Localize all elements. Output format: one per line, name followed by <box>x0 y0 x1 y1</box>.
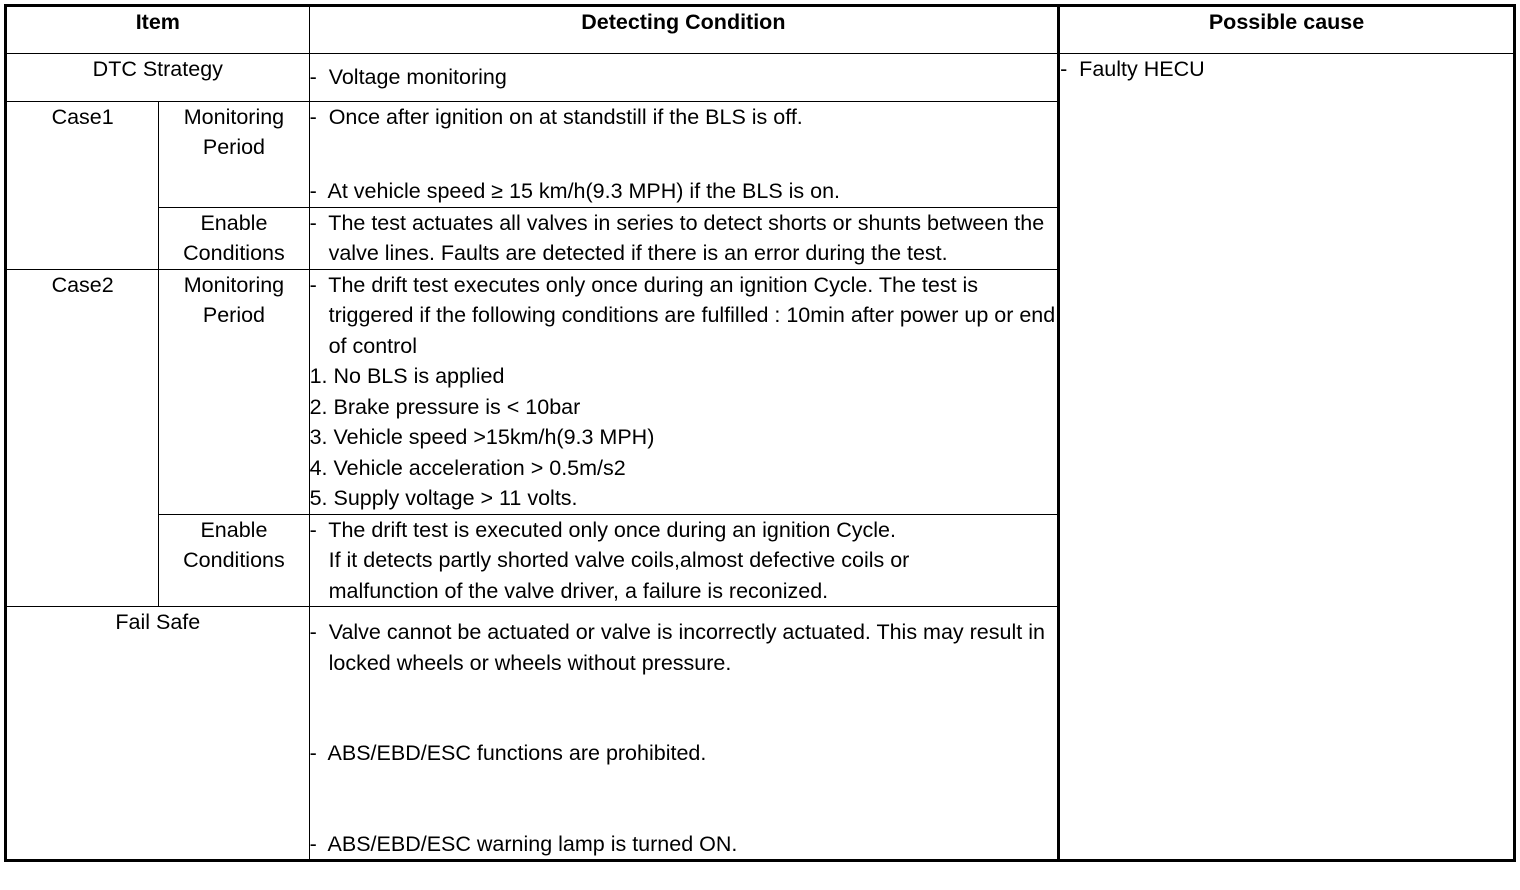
subrow-label-case2-monitoring-period: Monitoring Period <box>158 268 310 515</box>
spacer <box>310 769 1057 829</box>
condition-line: - Once after ignition on at standstill i… <box>309 104 803 129</box>
row-label-dtc-strategy: DTC Strategy <box>5 53 310 102</box>
condition-numbered-item: 4. Vehicle acceleration > 0.5m/s2 <box>309 455 626 480</box>
table-row-case2-enable-conditions: Enable Conditions - The drift test is ex… <box>6 513 1515 608</box>
spacer <box>310 132 1057 176</box>
condition-numbered-item: 2. Brake pressure is < 10bar <box>309 394 581 419</box>
condition-line: - Valve cannot be actuated or valve is i… <box>309 620 1051 675</box>
table-row-case2-monitoring-period: Case2 Monitoring Period - The drift test… <box>4 268 1515 608</box>
cell-case1-enable-conditions-condition: - The test actuates all valves in series… <box>308 206 1060 270</box>
condition-line: - The drift test executes only once duri… <box>309 272 1062 358</box>
column-header-possible-cause: Possible cause <box>1057 5 1515 54</box>
dtc-diagnostic-table: Item Detecting Condition Possible cause … <box>4 4 1516 863</box>
cell-dtc-strategy-condition: - Voltage monitoring <box>308 53 1060 102</box>
condition-line: - The drift test is executed only once d… <box>309 517 910 603</box>
cell-case2-monitoring-period-condition: - The drift test executes only once duri… <box>308 268 1062 515</box>
document-page: Item Detecting Condition Possible cause … <box>0 4 1520 890</box>
row-label-fail-safe: Fail Safe <box>5 606 310 862</box>
row-label-case1: Case1 <box>4 100 160 270</box>
table-row-case1-monitoring-period: Case1 Monitoring Period - Once after ign… <box>4 100 1515 270</box>
condition-line: - ABS/EBD/ESC functions are prohibited. <box>309 741 707 766</box>
condition-numbered-item: 5. Supply voltage > 11 volts. <box>309 486 578 511</box>
table-row-case1-enable-conditions: Enable Conditions - The test actuates al… <box>6 206 1515 270</box>
cell-fail-safe-condition: - Valve cannot be actuated or valve is i… <box>308 606 1060 862</box>
column-header-item: Item <box>5 5 310 54</box>
subrow-label-case1-enable-conditions: Enable Conditions <box>158 206 310 270</box>
cell-case1-monitoring-period-condition: - Once after ignition on at standstill i… <box>308 100 1060 208</box>
subrow-label-case2-enable-conditions: Enable Conditions <box>158 513 310 608</box>
row-label-case2: Case2 <box>4 268 160 608</box>
cell-possible-cause-value: - Faulty HECU <box>1057 52 1515 862</box>
condition-line: - ABS/EBD/ESC warning lamp is turned ON. <box>309 831 738 856</box>
table-row-fail-safe: Fail Safe - Valve cannot be actuated or … <box>5 606 1515 862</box>
column-header-detecting-condition: Detecting Condition <box>308 5 1060 54</box>
condition-line: - Voltage monitoring <box>309 65 507 89</box>
table-row-dtc-strategy: DTC Strategy - Voltage monitoring - Faul… <box>5 52 1515 862</box>
spacer <box>310 678 1057 738</box>
table-header-row: Item Detecting Condition Possible cause <box>5 5 1515 54</box>
condition-numbered-item: 1. No BLS is applied <box>309 364 505 389</box>
cell-case2-enable-conditions-condition: - The drift test is executed only once d… <box>308 513 1060 608</box>
condition-line: - The test actuates all valves in series… <box>309 210 1051 266</box>
condition-numbered-item: 3. Vehicle speed >15km/h(9.3 MPH) <box>309 425 655 450</box>
subrow-label-case1-monitoring-period: Monitoring Period <box>158 100 310 208</box>
possible-cause-line: - Faulty HECU <box>1060 57 1205 81</box>
condition-line: - At vehicle speed ≥ 15 km/h(9.3 MPH) if… <box>309 179 841 204</box>
